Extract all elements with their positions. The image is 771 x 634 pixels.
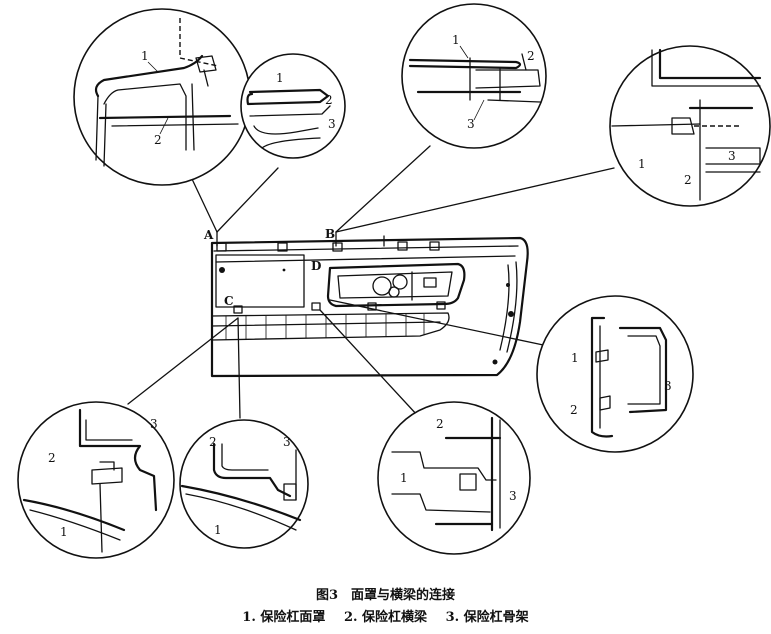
callout-number: 3 [150,417,158,431]
callout-number: 1 [276,71,284,85]
callout-number: 1 [400,471,408,485]
callout-number: 1 [638,157,646,171]
callout-number: 3 [728,149,736,163]
callout-number: 2 [48,451,56,465]
point-a-label: A [203,228,214,242]
caption-title: 图3 面罩与横梁的连接 [315,588,456,603]
callout-number: 1 [214,523,222,537]
detail-b-right: 1 2 3 [609,45,771,207]
callout-number: 2 [436,417,444,431]
top-clips [216,235,440,252]
grille-opening [326,262,466,308]
detail-d-right: 1 2 3 [536,295,694,453]
callout-number: 1 [571,351,579,365]
bumper-main-view: A B C D [203,227,529,378]
detail-c-left: 3 2 1 [17,401,175,559]
callout-number: 3 [328,117,336,131]
caption-legend: 1. 保险杠面罩 2. 保险杠横梁 3. 保险杠骨架 [0,607,771,629]
callout-number: 2 [325,93,333,107]
point-c-label: C [224,294,234,308]
legend-item-3: 3. 保险杠骨架 [445,610,529,625]
callout-number: 3 [664,379,672,393]
point-d-label: D [311,259,321,273]
callout-number: 3 [467,117,475,131]
detail-d-bottom: 2 1 3 [377,401,531,555]
callout-number: 3 [509,489,517,503]
callout-number: 2 [684,173,692,187]
legend-item-1: 1. 保险杠面罩 [242,610,326,625]
lower-grille [211,312,450,341]
detail-b-top: 1 2 3 [401,3,547,149]
point-b-label: B [325,227,335,241]
leader-lines [127,145,615,419]
callout-number: 3 [283,435,291,449]
callout-number: 2 [527,49,535,63]
callout-number: 1 [141,49,149,63]
callout-number: 2 [570,403,578,417]
figure-caption: 图3 面罩与横梁的连接 1. 保险杠面罩 2. 保险杠横梁 3. 保险杠骨架 [0,585,771,629]
callout-number: 2 [209,435,217,449]
detail-a-right: 1 2 3 [240,53,346,159]
callout-number: 1 [452,33,460,47]
detail-c-mid: 2 3 1 [179,419,309,549]
license-plate-area [215,254,305,308]
legend-item-2: 2. 保险杠横梁 [343,610,428,625]
callout-number: 1 [60,525,68,539]
detail-a-left: 1 2 [73,8,251,186]
callout-number: 2 [154,133,162,147]
